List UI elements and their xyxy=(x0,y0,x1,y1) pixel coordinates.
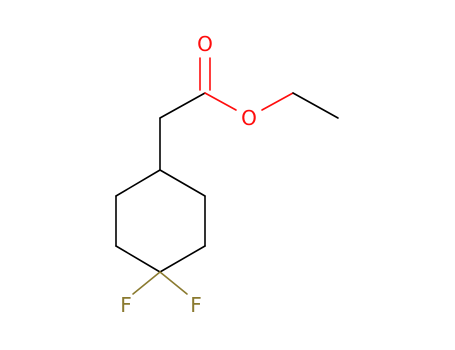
fluorine-left-label: F xyxy=(120,293,132,317)
fluorine-right-label: F xyxy=(190,293,202,317)
cf-bond-left xyxy=(132,271,161,295)
ester-bond-carbonyl-side xyxy=(204,92,237,111)
ch2-to-carbonyl-bond xyxy=(159,92,206,119)
ring-bond-4 xyxy=(115,245,161,273)
ethyl-bond xyxy=(292,92,339,119)
cf-bond-right xyxy=(159,271,188,295)
ring-bond-3 xyxy=(159,245,206,273)
ring-bond-6 xyxy=(115,169,161,197)
ester-bond-ethyl-side xyxy=(261,92,294,111)
ester-oxygen-label: O xyxy=(241,106,257,130)
ring-bond-1 xyxy=(159,169,206,197)
carbonyl-oxygen-label: O xyxy=(197,32,213,56)
